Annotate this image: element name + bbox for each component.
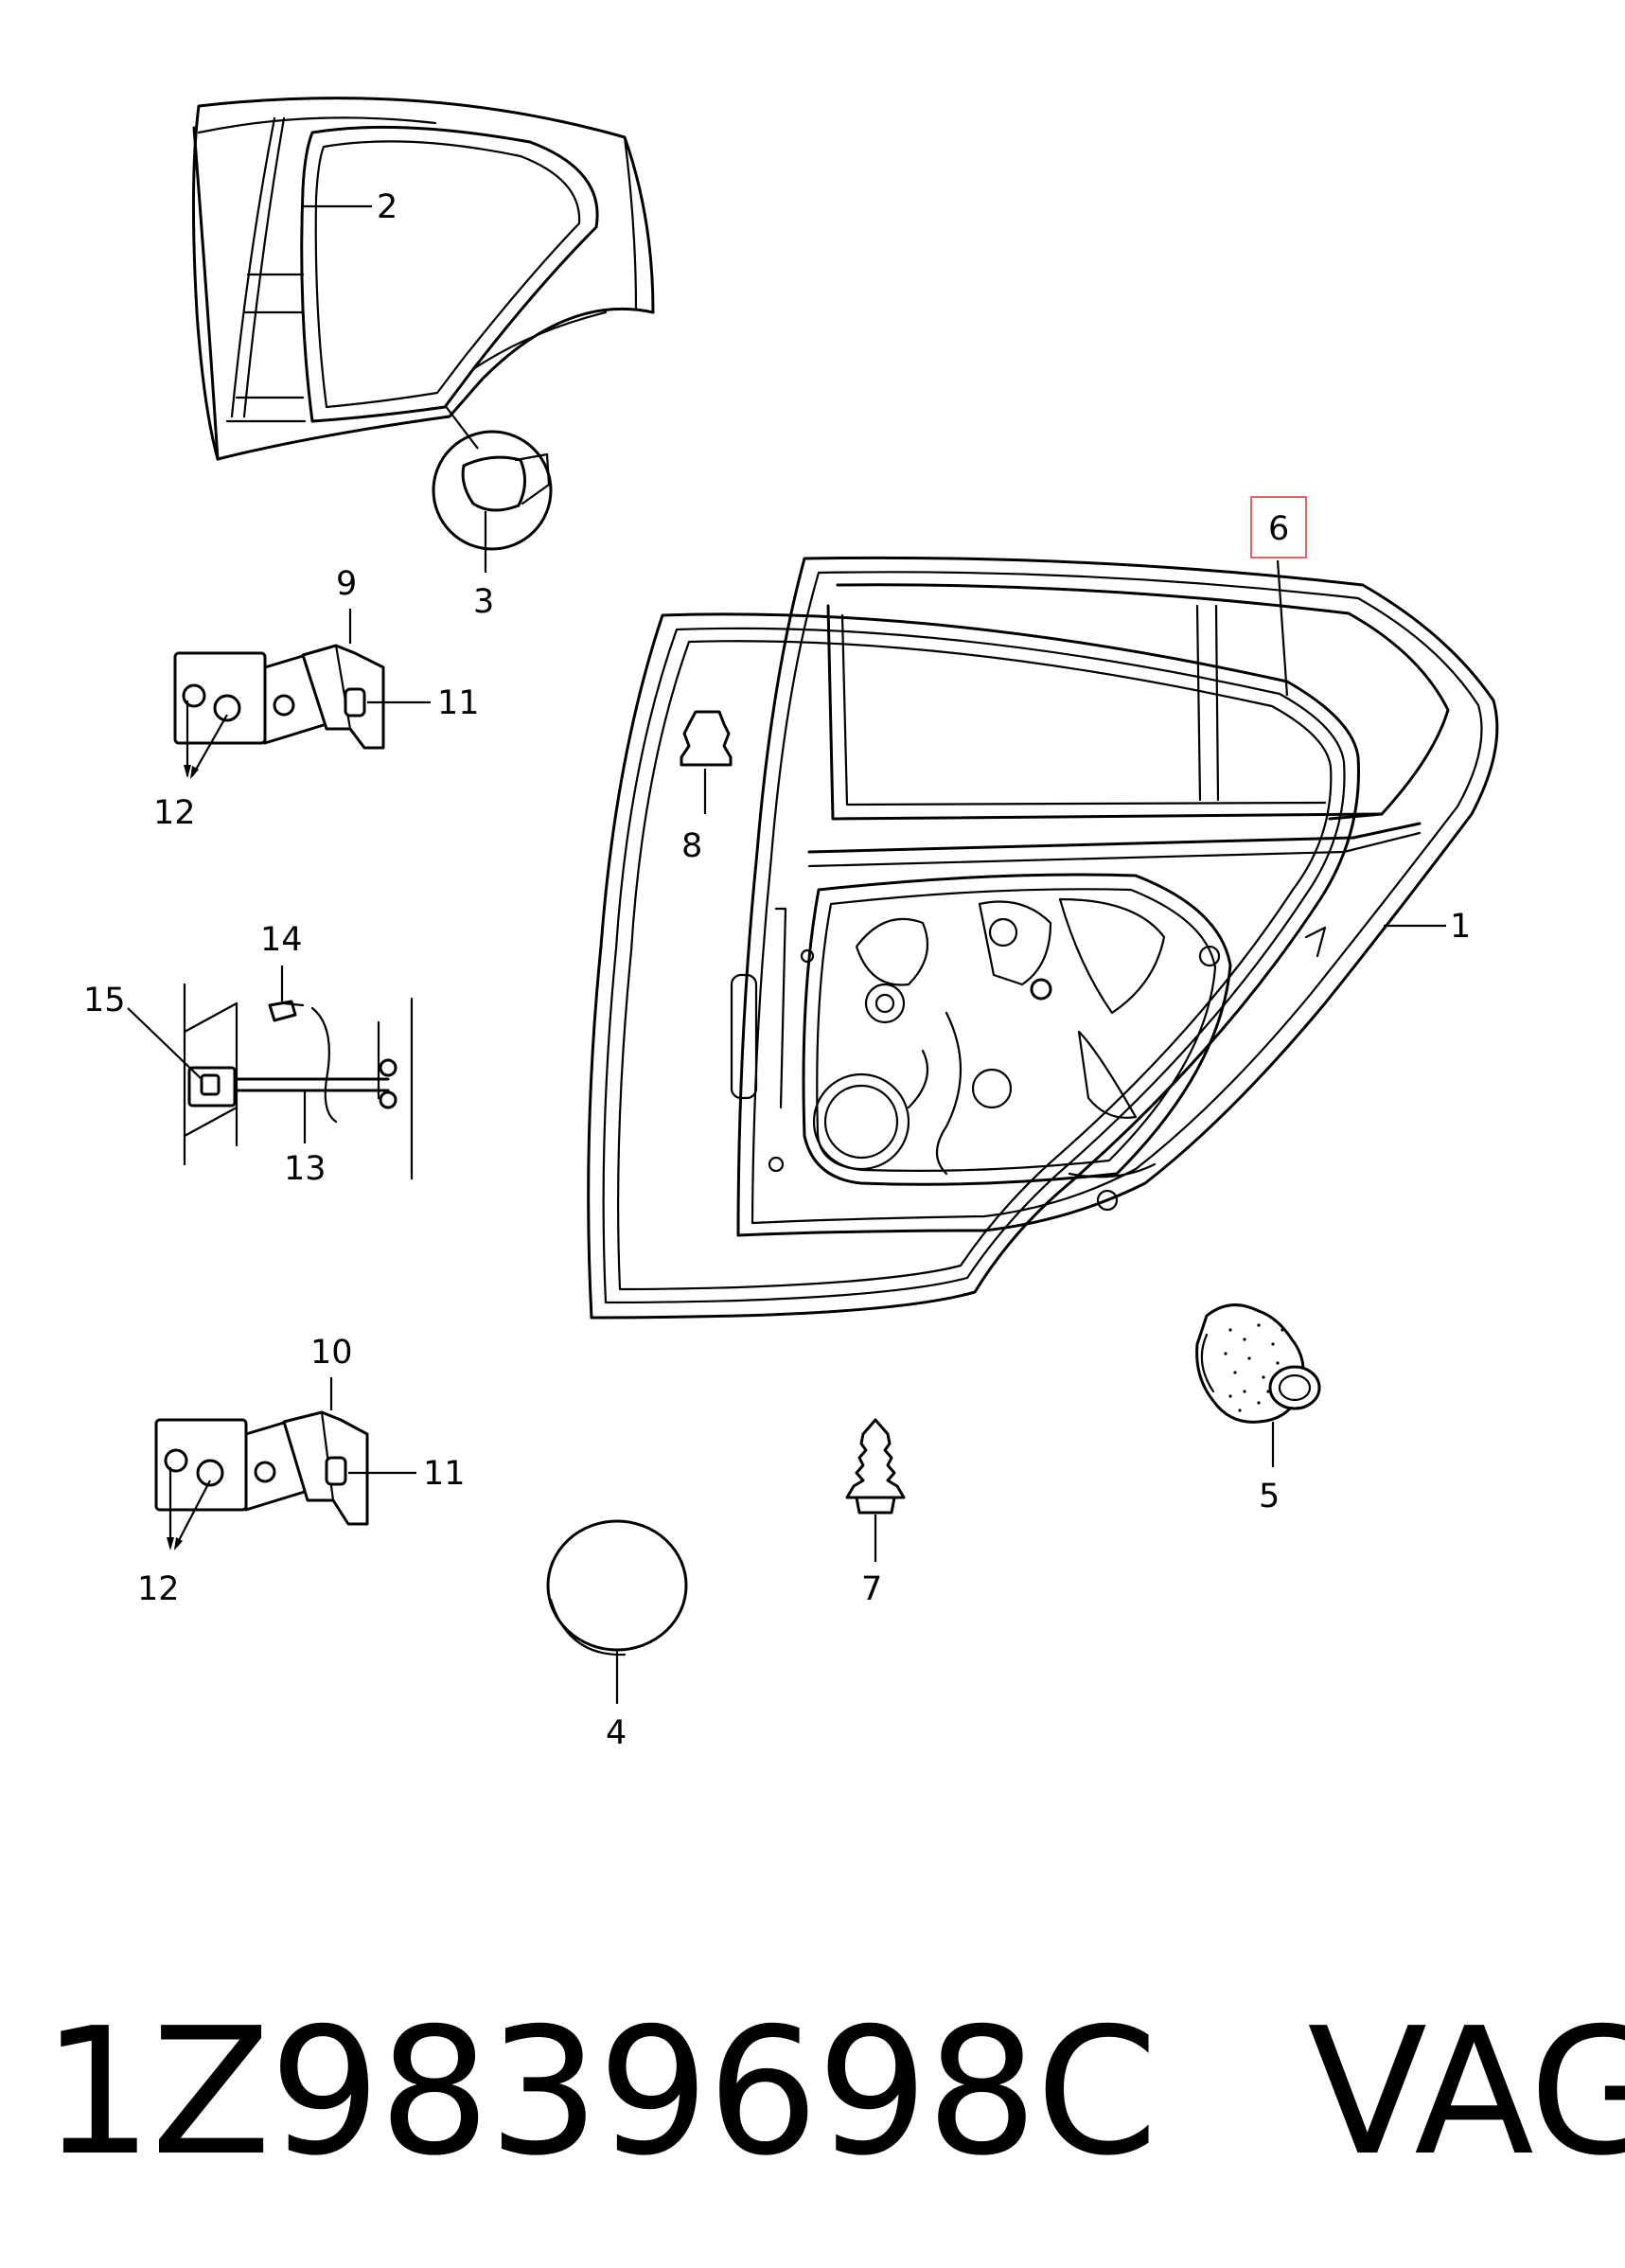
callout-13: 13: [284, 1150, 327, 1188]
callout-6: 6: [1268, 510, 1289, 548]
parts-diagram: 2 3 9 11 12: [83, 97, 1499, 1752]
callout-7: 7: [861, 1570, 882, 1608]
callout-11-lower: 11: [423, 1455, 466, 1493]
seal-detail-drawing: 3: [432, 404, 553, 621]
callout-8: 8: [681, 827, 702, 865]
part-number-footer: 1Z9839698C VAG: [42, 1969, 1625, 2215]
callout-12-upper: 12: [153, 794, 196, 832]
part-number: 1Z9839698C: [42, 1990, 1158, 2194]
callout-15: 15: [83, 982, 126, 1019]
clip-8-drawing: 8: [680, 710, 733, 865]
callout-12-lower: 12: [137, 1570, 180, 1608]
callout-2: 2: [377, 188, 397, 226]
callout-6-highlight-box: [1250, 496, 1307, 558]
callout-14: 14: [260, 921, 303, 959]
callout-1-group: 1: [1384, 908, 1471, 946]
lower-hinge-drawing: 10 11 12: [137, 1334, 466, 1608]
callout-3: 3: [473, 583, 494, 621]
clip-7-drawing: 7: [845, 1418, 906, 1608]
callout-1: 1: [1450, 908, 1471, 946]
callout-10: 10: [310, 1334, 353, 1372]
callout-9: 9: [336, 565, 357, 603]
brand-name: VAG: [1307, 1990, 1625, 2194]
door-drawing: [587, 556, 1499, 1320]
door-check-drawing: 14 15 13: [83, 921, 414, 1188]
callout-5: 5: [1259, 1478, 1280, 1515]
callout-11-upper: 11: [437, 684, 480, 722]
callout-6-group[interactable]: 6: [1250, 496, 1307, 697]
callout-4: 4: [606, 1714, 627, 1752]
buffer-5-drawing: 5: [1195, 1303, 1321, 1515]
callout-2-group: 2: [301, 188, 397, 226]
body-side-panel-drawing: [191, 97, 655, 461]
upper-hinge-drawing: 9 11 12: [153, 565, 480, 832]
cap-4-drawing: 4: [546, 1519, 688, 1752]
